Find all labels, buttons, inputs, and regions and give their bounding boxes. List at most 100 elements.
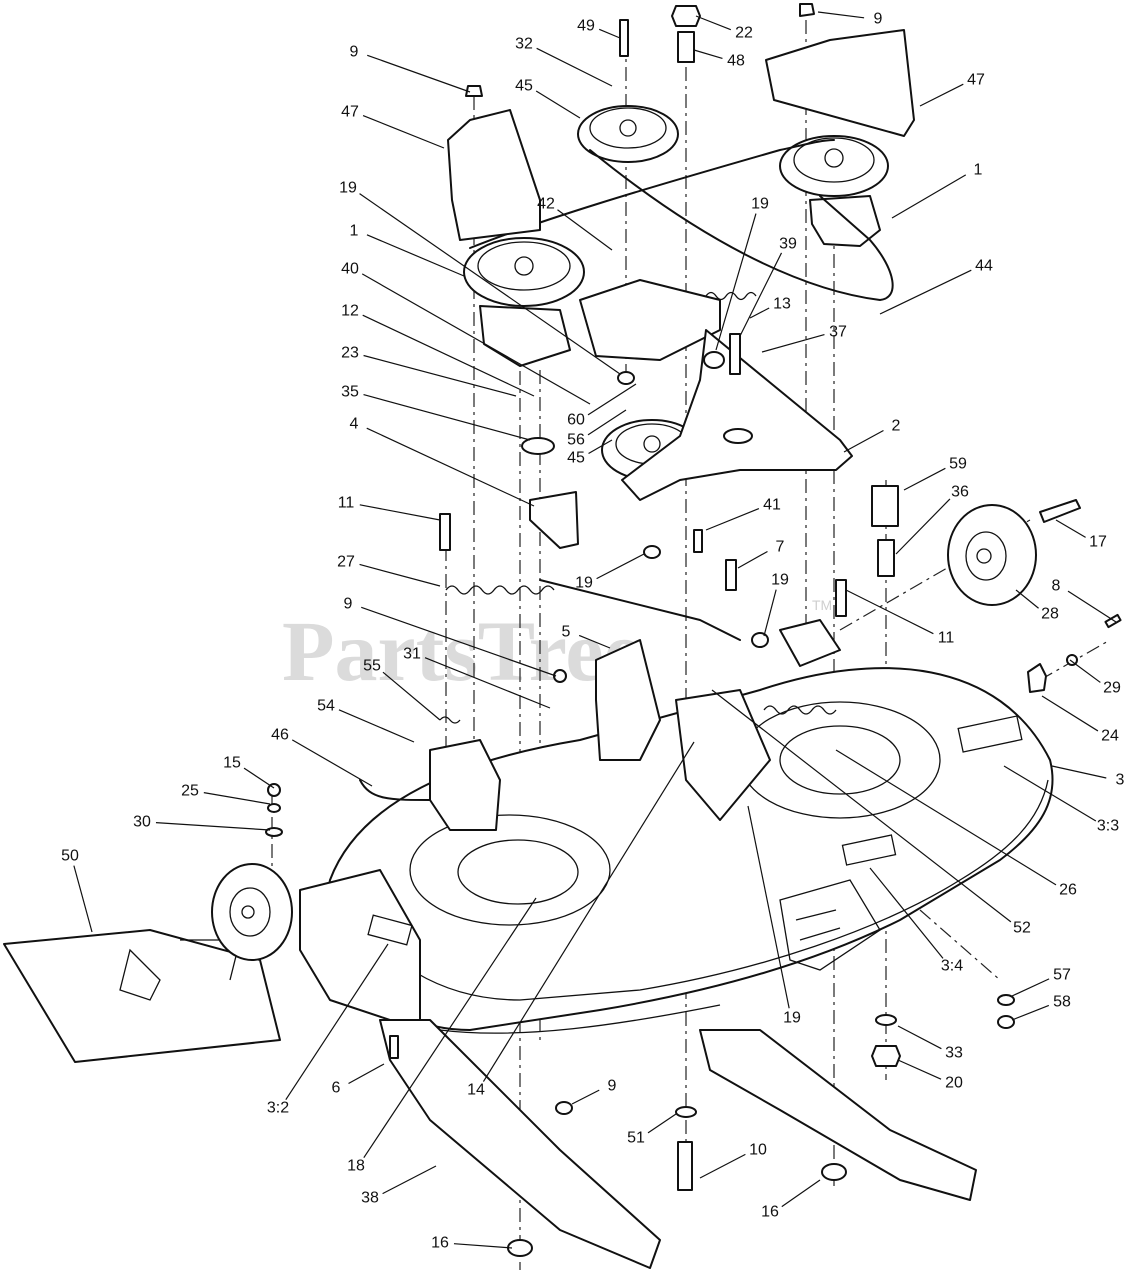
callout-label: 20 bbox=[945, 1075, 963, 1092]
leader-line bbox=[835, 749, 1057, 886]
leader-line bbox=[695, 15, 732, 31]
leader-line bbox=[693, 49, 723, 60]
callout-label: 24 bbox=[1101, 728, 1119, 745]
leader-line bbox=[382, 671, 441, 721]
callout-label: 10 bbox=[749, 1142, 767, 1159]
leader-line bbox=[588, 439, 613, 455]
lift-bracket-5 bbox=[595, 639, 661, 761]
leader-line bbox=[781, 1179, 821, 1208]
callout-label: 31 bbox=[403, 646, 421, 663]
watermark-trademark: TM bbox=[812, 597, 832, 613]
leader-line bbox=[363, 354, 517, 397]
callout-label: 3:4 bbox=[941, 958, 963, 975]
callout-label: 9 bbox=[350, 44, 359, 61]
leader-line bbox=[362, 314, 535, 397]
callout-label: 48 bbox=[727, 53, 745, 70]
baffle-tab bbox=[779, 619, 841, 667]
leader-line bbox=[203, 792, 271, 805]
leader-line bbox=[869, 867, 944, 959]
extension-spring-26 bbox=[763, 705, 837, 715]
callout-label: 33 bbox=[945, 1045, 963, 1062]
callout-label: 41 bbox=[763, 497, 781, 514]
leader-line bbox=[424, 657, 551, 709]
callout-labels: 4932452248947144947194214019391223133537… bbox=[61, 11, 1124, 1252]
leader-line bbox=[359, 504, 441, 521]
callout-label: 47 bbox=[967, 72, 985, 89]
callout-label: 52 bbox=[1013, 920, 1031, 937]
leader-line bbox=[817, 11, 865, 19]
leader-line bbox=[739, 252, 783, 337]
leader-line bbox=[761, 333, 825, 353]
leader-line bbox=[348, 1063, 385, 1085]
leader-line bbox=[535, 90, 581, 119]
leader-line bbox=[596, 553, 645, 580]
idler-bracket bbox=[579, 279, 721, 361]
spindle-pulley-right bbox=[779, 135, 889, 247]
callout-label: 3:2 bbox=[267, 1100, 289, 1117]
leader-line bbox=[571, 1089, 600, 1105]
callout-label: 46 bbox=[271, 727, 289, 744]
callout-label: 47 bbox=[341, 104, 359, 121]
hanger-bracket bbox=[429, 739, 501, 831]
callout-label: 3:3 bbox=[1097, 818, 1119, 835]
callout-label: 18 bbox=[347, 1158, 365, 1175]
leader-line bbox=[1051, 765, 1107, 779]
leader-line bbox=[155, 822, 271, 831]
leader-line bbox=[243, 767, 275, 789]
callout-label: 57 bbox=[1053, 967, 1071, 984]
leader-line bbox=[1041, 695, 1099, 732]
leader-line bbox=[359, 563, 441, 587]
leader-line bbox=[1003, 765, 1097, 822]
leader-line bbox=[453, 1243, 513, 1249]
callout-label: 38 bbox=[361, 1190, 379, 1207]
callout-label: 59 bbox=[949, 456, 967, 473]
leader-line bbox=[73, 865, 93, 933]
leader-line bbox=[903, 467, 946, 491]
callout-leaders bbox=[73, 11, 1117, 1249]
callout-label: 55 bbox=[363, 658, 381, 675]
leader-line bbox=[895, 498, 951, 555]
spindle-pulley-left bbox=[463, 237, 585, 367]
callout-label: 49 bbox=[577, 18, 595, 35]
pivot-bracket-4 bbox=[529, 491, 579, 549]
leader-line bbox=[578, 634, 611, 649]
gauge-wheel-left bbox=[211, 863, 293, 961]
callout-label: 60 bbox=[567, 412, 585, 429]
leader-line bbox=[843, 429, 884, 453]
callout-label: 9 bbox=[344, 596, 353, 613]
leader-line bbox=[891, 174, 967, 219]
leader-line bbox=[482, 741, 695, 1082]
leader-line bbox=[1011, 1004, 1050, 1021]
hardware-stack bbox=[265, 3, 1122, 1257]
callout-label: 56 bbox=[567, 432, 585, 449]
leader-line bbox=[1069, 659, 1101, 683]
hub-bushing bbox=[1027, 663, 1047, 693]
bushing-59 bbox=[871, 485, 899, 527]
callout-label: 4 bbox=[350, 416, 359, 433]
leader-line bbox=[536, 47, 613, 87]
leader-line bbox=[363, 897, 537, 1159]
callout-label: 13 bbox=[773, 296, 791, 313]
callout-label: 19 bbox=[751, 196, 769, 213]
leader-line bbox=[897, 1059, 942, 1080]
leader-line bbox=[699, 1153, 746, 1179]
callout-label: 1 bbox=[974, 162, 983, 179]
leader-line bbox=[587, 383, 637, 416]
callout-label: 16 bbox=[431, 1235, 449, 1252]
callout-label: 1 bbox=[350, 223, 359, 240]
callout-label: 3 bbox=[1116, 772, 1125, 789]
leader-line bbox=[285, 943, 389, 1101]
callout-label: 15 bbox=[223, 755, 241, 772]
leader-line bbox=[1011, 978, 1050, 997]
callout-label: 8 bbox=[1052, 578, 1061, 595]
callout-label: 42 bbox=[537, 196, 555, 213]
callout-label: 19 bbox=[339, 180, 357, 197]
leader-line bbox=[1015, 589, 1039, 609]
leader-line bbox=[711, 689, 1012, 923]
callout-label: 19 bbox=[771, 572, 789, 589]
leader-line bbox=[361, 273, 591, 405]
callout-label: 36 bbox=[951, 484, 969, 501]
callout-label: 7 bbox=[776, 539, 785, 556]
callout-label: 9 bbox=[608, 1078, 617, 1095]
